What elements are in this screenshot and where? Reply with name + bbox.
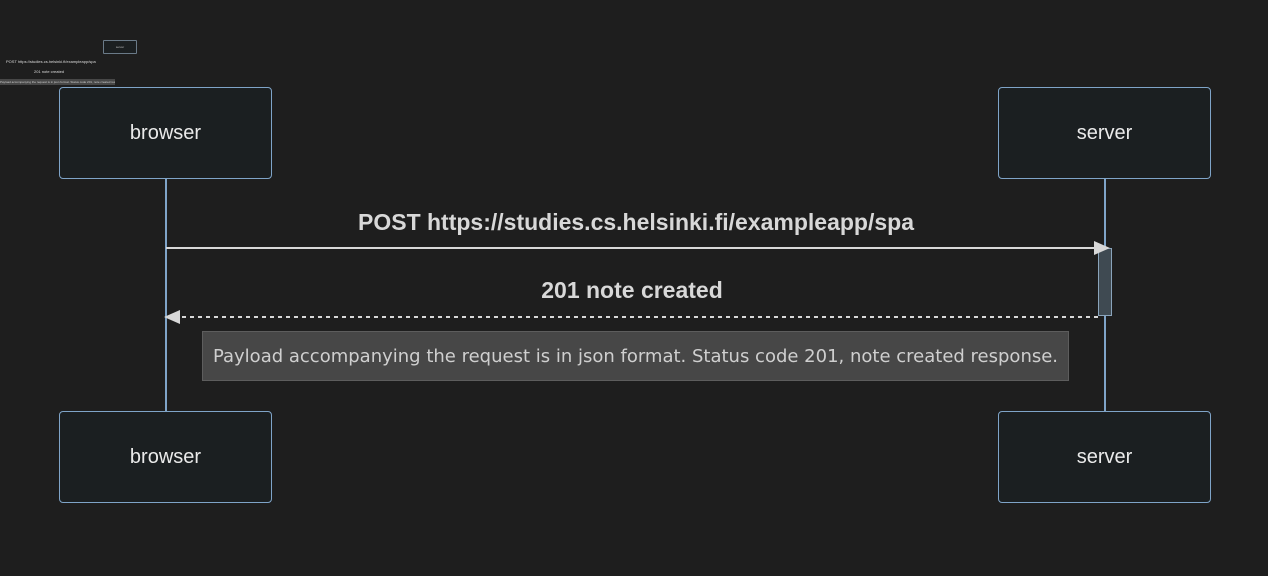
actor-browser-top[interactable]: browser: [59, 87, 272, 179]
minimap-message-2: 201 note created: [34, 69, 65, 74]
response-arrowhead: [164, 310, 180, 324]
request-message-label: POST https://studies.cs.helsinki.fi/exam…: [358, 209, 914, 235]
minimap-actor-top: server: [103, 40, 137, 54]
actor-server-bottom[interactable]: server: [998, 411, 1211, 503]
actor-server-top[interactable]: server: [998, 87, 1211, 179]
actor-browser-bottom[interactable]: browser: [59, 411, 272, 503]
minimap-note: Payload accompanying the request is in j…: [0, 79, 115, 85]
response-message-label: 201 note created: [541, 277, 723, 303]
browser-lifeline: [165, 179, 167, 411]
diagram-note: Payload accompanying the request is in j…: [202, 331, 1069, 381]
request-arrowhead: [1094, 241, 1110, 255]
minimap-message-1: POST https://studies.cs.helsinki.fi/exam…: [6, 59, 96, 64]
